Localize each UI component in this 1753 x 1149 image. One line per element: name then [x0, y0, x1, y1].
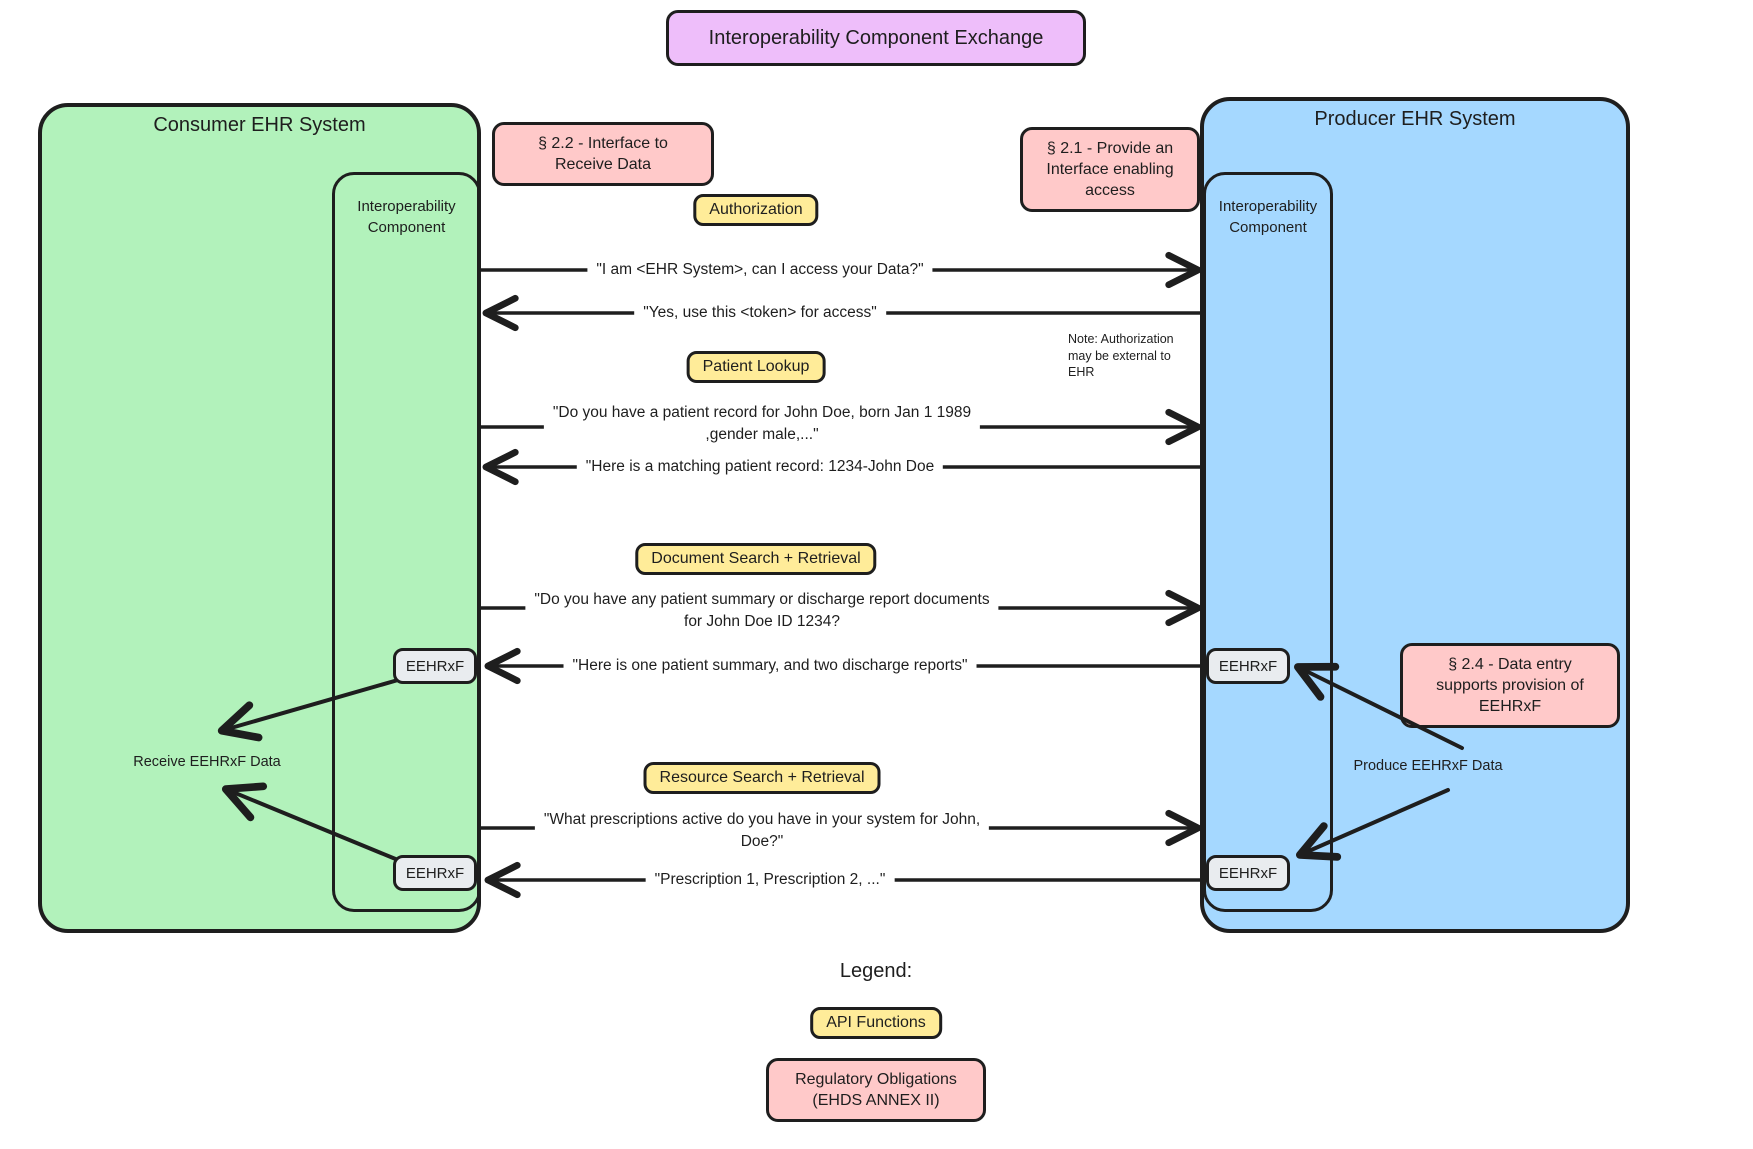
producer-component-label-line2: Component [1229, 219, 1307, 236]
produce-eehrxf-data-label: Produce EEHRxF Data [1353, 758, 1503, 774]
eehrxf-label: EEHRxF [1218, 864, 1278, 882]
message-document-request: "Do you have any patient summary or disc… [525, 588, 999, 634]
producer-component-label-line1: Interoperability [1218, 198, 1318, 215]
authorization-note-line1: Note: Authorization [1068, 332, 1174, 346]
consumer-component-label-line1: Interoperability [357, 198, 456, 215]
consumer-eehrxf-chip-top: EEHRxF [393, 648, 477, 684]
message-patient-request-line1: "Do you have a patient record for John D… [552, 404, 972, 421]
authorization-note: Note: Authorization may be external to E… [1068, 331, 1200, 381]
message-document-response: "Here is one patient summary, and two di… [563, 654, 977, 678]
producer-ehr-system-box [1200, 97, 1630, 933]
api-resource-search-box: Resource Search + Retrieval [643, 762, 881, 794]
api-resource-search-label: Resource Search + Retrieval [659, 769, 865, 786]
obligation-2-2-line2: Receive Data [554, 156, 652, 173]
obligation-2-2-line1: § 2.2 - Interface to [538, 135, 668, 152]
producer-eehrxf-chip-top: EEHRxF [1206, 648, 1290, 684]
consumer-eehrxf-chip-bottom: EEHRxF [393, 855, 477, 891]
arrow-receive-eehrxf-bottom [221, 782, 400, 862]
obligation-2-1-box: § 2.1 - Provide an Interface enabling ac… [1020, 127, 1200, 212]
api-patient-lookup-label: Patient Lookup [702, 358, 810, 375]
obligation-2-2-box: § 2.2 - Interface to Receive Data [492, 122, 714, 186]
producer-ehr-system-title: Producer EHR System [1314, 108, 1516, 130]
diagram-title: Interoperability Component Exchange [708, 26, 1044, 49]
message-patient-request: "Do you have a patient record for John D… [543, 401, 981, 447]
obligation-2-4-line2: supports provision of [1436, 677, 1584, 694]
message-resource-request-line2: Doe?" [740, 833, 784, 850]
authorization-note-line3: EHR [1068, 365, 1095, 379]
message-resource-response: "Prescription 1, Prescription 2, ..." [645, 868, 895, 892]
message-document-request-line1: "Do you have any patient summary or disc… [534, 591, 990, 608]
consumer-interoperability-component-box [332, 172, 481, 912]
consumer-component-label-line2: Component [367, 219, 446, 236]
obligation-2-4-line3: EEHRxF [1478, 698, 1542, 715]
eehrxf-label: EEHRxF [1218, 657, 1278, 675]
obligation-2-1-line3: access [1085, 182, 1135, 199]
message-document-request-line2: for John Doe ID 1234? [684, 613, 840, 630]
consumer-ehr-system-title: Consumer EHR System [153, 114, 366, 136]
receive-eehrxf-data-label: Receive EEHRxF Data [133, 754, 281, 770]
arrow-receive-eehrxf-top [217, 678, 400, 742]
legend-regulatory-line2: (EHDS ANNEX II) [812, 1092, 940, 1109]
producer-interoperability-component-label: Interoperability Component [1203, 196, 1333, 238]
eehrxf-label: EEHRxF [405, 864, 465, 882]
api-authorization-box: Authorization [693, 194, 819, 226]
legend-regulatory-line1: Regulatory Obligations [795, 1071, 957, 1088]
message-patient-request-line2: ,gender male,..." [705, 426, 819, 443]
producer-interoperability-component-box [1203, 172, 1333, 912]
legend-api-functions-label: API Functions [826, 1014, 926, 1031]
arrow-produce-eehrxf-bottom [1295, 788, 1450, 861]
obligation-2-4-line1: § 2.4 - Data entry [1448, 656, 1572, 673]
obligation-2-4-box: § 2.4 - Data entry supports provision of… [1400, 643, 1620, 728]
legend-title: Legend: [839, 960, 913, 982]
message-resource-request: "What prescriptions active do you have i… [534, 808, 990, 854]
producer-eehrxf-chip-bottom: EEHRxF [1206, 855, 1290, 891]
consumer-interoperability-component-label: Interoperability Component [332, 196, 481, 238]
authorization-note-line2: may be external to [1068, 348, 1171, 363]
legend-regulatory-box: Regulatory Obligations (EHDS ANNEX II) [766, 1058, 986, 1122]
api-document-search-box: Document Search + Retrieval [635, 543, 877, 575]
diagram-title-box: Interoperability Component Exchange [666, 10, 1086, 66]
obligation-2-1-line2: Interface enabling [1046, 161, 1174, 178]
legend-api-functions-box: API Functions [810, 1007, 942, 1039]
api-patient-lookup-box: Patient Lookup [686, 351, 826, 383]
message-resource-request-line1: "What prescriptions active do you have i… [543, 811, 981, 828]
api-document-search-label: Document Search + Retrieval [651, 550, 861, 567]
arrow-produce-eehrxf-top [1294, 662, 1464, 750]
message-patient-response: "Here is a matching patient record: 1234… [576, 455, 944, 479]
api-authorization-label: Authorization [709, 201, 803, 218]
obligation-2-1-line1: § 2.1 - Provide an [1046, 140, 1174, 157]
message-auth-request: "I am <EHR System>, can I access your Da… [587, 258, 933, 282]
eehrxf-label: EEHRxF [405, 657, 465, 675]
message-auth-response: "Yes, use this <token> for access" [634, 301, 886, 325]
